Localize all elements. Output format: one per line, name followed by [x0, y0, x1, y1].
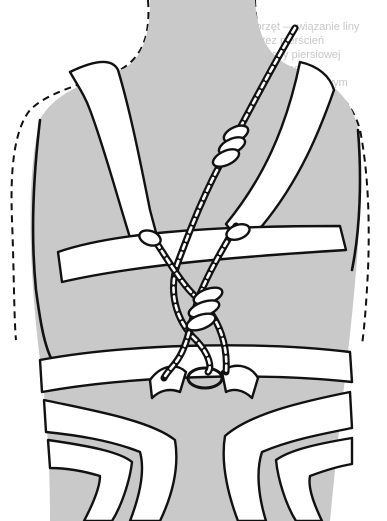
background-text-line: sprzęt — wiązanie liny	[250, 21, 360, 33]
